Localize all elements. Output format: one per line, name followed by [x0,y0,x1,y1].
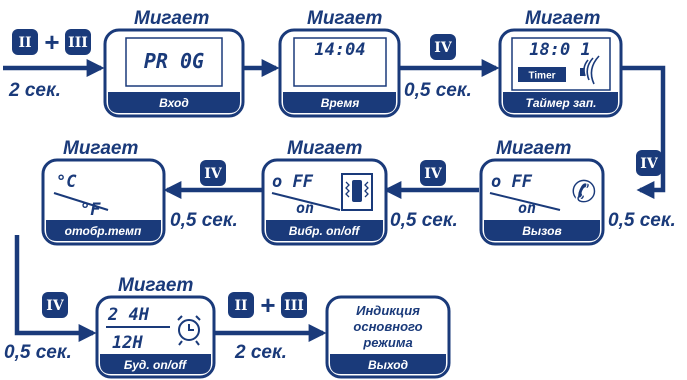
vibration-icon [341,173,373,211]
screen-caption: Выход [368,358,408,372]
connectors [3,59,666,342]
screen-display-bottom: 12H [112,333,143,353]
delay-label: 0,5 сек. [4,342,72,363]
button-iii-label: III [284,298,304,314]
screen-caption: Время [321,96,360,110]
screen-timer: Мигает 18:0 1 Timer Таймер зап. [498,8,623,118]
button-iv-label: IV [640,156,659,172]
screen-display-top: °C [56,172,77,192]
alarm-clock-icon [177,315,201,346]
exit-line-2: основного [353,319,422,334]
button-iv-icon [42,292,68,318]
delay-label: 0,5 сек. [608,210,676,231]
blink-label: Мигает [63,138,138,159]
button-iv-label: IV [204,166,223,182]
screen-display: 18:0 1 [529,40,590,60]
button-ii-icon [228,292,254,318]
blink-label: Мигает [496,138,571,159]
screen-display-top: o FF [272,172,314,192]
arrow-timer-to-call [621,65,666,199]
phone-icon: ✆ [571,175,596,210]
button-ii-icon [12,29,38,55]
screen-caption: Вызов [522,224,561,238]
exit-line-1: Индикция [356,303,420,318]
button-iv-label: IV [46,298,65,314]
blink-label: Мигает [307,8,382,29]
screen-call: Мигает o FF on ✆ Вызов [479,138,605,246]
screen-time: Мигает 14:04 Время [278,8,401,118]
screen-caption: отобр.темп [65,224,142,238]
timer-badge [518,67,566,82]
screen-vibro: Мигает o FF on Вибр. on/off [261,138,388,246]
screen-caption: Таймер зап. [525,96,596,110]
button-iii-icon [281,292,307,318]
screen-display: 14:04 [314,40,365,60]
button-iv-label: IV [434,40,453,56]
screen-caption: Вход [159,96,189,110]
screen-display: PR 0G [144,49,204,73]
start-buttons: II + III [12,27,91,57]
delay-label: 0,5 сек. [404,80,472,101]
arrow-temp-to-hour [14,235,97,342]
screen-temp: Мигает °C °F отобр.темп [41,138,166,246]
screen-display-bottom: °F [80,200,101,220]
screen-caption: Буд. on/off [124,358,187,372]
sound-icon [580,55,600,85]
screen-display-top: 2 4H [107,305,150,325]
delay-label: 0,5 сек. [170,210,238,231]
button-ii-label: II [234,298,247,314]
screen-display-bottom: on [518,199,536,217]
button-iv-icon [636,150,662,176]
blink-label: Мигает [118,275,193,296]
button-iv-icon [200,160,226,186]
screen-display-top: o FF [491,172,533,192]
button-iii-icon [65,29,91,55]
timer-badge-label: Timer [528,71,555,82]
hold-time-label: 2 сек. [8,80,61,101]
button-iv-icon [420,160,446,186]
blink-label: Мигает [287,138,362,159]
plus-sign: + [44,27,59,57]
exit-line-3: режима [362,335,412,350]
delay-label: 0,5 сек. [390,210,458,231]
blink-label: Мигает [134,8,209,29]
hold-time-label: 2 сек. [234,342,287,363]
blink-label: Мигает [525,8,600,29]
screen-caption: Вибр. on/off [289,224,361,238]
screen-exit: Индикция основного режима Выход [325,295,451,379]
button-iv-label: IV [424,166,443,182]
button-iv-icon [430,34,456,60]
screen-entry: Мигает PR 0G Вход [103,8,245,118]
screen-display-bottom: on [296,199,314,217]
plus-sign: + [260,290,275,320]
button-iii-label: III [68,35,88,51]
screen-alarm: Мигает 2 4H 12H Буд. on/off [95,275,216,379]
button-ii-label: II [18,35,31,51]
